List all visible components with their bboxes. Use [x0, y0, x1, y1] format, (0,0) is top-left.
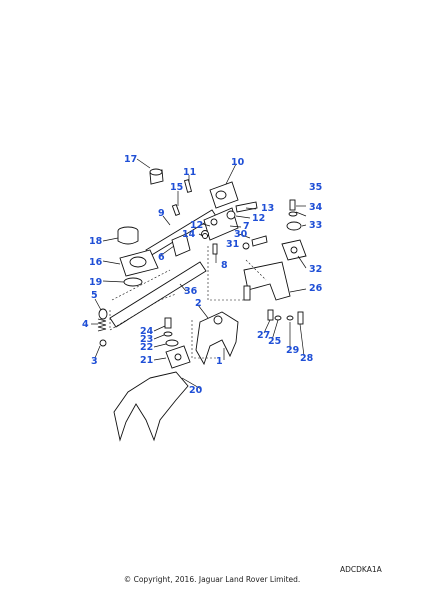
part-34-washer [288, 211, 298, 217]
part-5-plunger [98, 308, 108, 320]
callout-4: 4 [82, 319, 89, 330]
callout-34: 34 [309, 202, 323, 213]
part-32-block [281, 239, 307, 261]
part-24-bolt [164, 317, 172, 329]
callout-10: 10 [231, 157, 245, 168]
part-2-fork [195, 311, 239, 366]
callout-12a: 12 [252, 213, 265, 224]
part-15-pin [171, 204, 181, 216]
part-18-bush [117, 226, 139, 245]
part-17-plug [149, 168, 164, 185]
part-13-bolt [235, 201, 258, 213]
callout-20: 20 [189, 385, 203, 396]
part-27-bolt [267, 309, 274, 321]
leader-lines [91, 158, 307, 390]
callout-16: 16 [89, 257, 103, 268]
assembly-outline-right [207, 246, 267, 301]
callout-6: 6 [158, 252, 165, 263]
part-16-housing [119, 249, 159, 277]
callout-32: 32 [309, 264, 322, 275]
callout-15: 15 [170, 182, 183, 193]
callout-26: 26 [309, 283, 323, 294]
callout-30: 30 [234, 229, 248, 240]
part-30-bolt [251, 235, 268, 247]
callout-2: 2 [195, 298, 202, 309]
callout-3: 3 [91, 356, 98, 367]
part-36-selector-shaft [109, 261, 207, 328]
callout-27: 27 [257, 330, 270, 341]
callout-5: 5 [91, 290, 98, 301]
part-28-bolt [297, 311, 304, 325]
callout-25: 25 [268, 336, 281, 347]
callout-24: 24 [140, 326, 154, 337]
callout-7: 7 [243, 221, 250, 232]
assembly-outline-left [109, 293, 177, 331]
part-29-washer [286, 315, 294, 321]
callout-22: 22 [140, 342, 153, 353]
callout-8: 8 [221, 260, 228, 271]
callout-28: 28 [300, 353, 314, 364]
part-22-spacer [165, 339, 179, 347]
callout-31: 31 [226, 239, 239, 250]
part-3-ball [99, 339, 107, 347]
copyright-notice: © Copyright, 2016. Jaguar Land Rover Lim… [123, 575, 301, 584]
assembly-outline-center [191, 320, 216, 359]
callout-12b: 12 [190, 220, 203, 231]
part-8-pin [212, 243, 218, 255]
callout-13: 13 [261, 203, 274, 214]
callout-23: 23 [140, 334, 153, 345]
part-6-finger [171, 233, 191, 257]
callout-18: 18 [89, 236, 103, 247]
callout-29: 29 [286, 345, 299, 356]
part-31-nut [242, 242, 250, 250]
part-33-bush [286, 221, 302, 231]
callout-labels: 17 11 10 15 13 35 34 9 12 33 12 7 14 30 … [82, 154, 323, 396]
callout-35: 35 [309, 182, 322, 193]
part-23-washer [163, 331, 173, 337]
callout-36: 36 [184, 286, 198, 297]
diagram-reference-code: ADCDKA1A [340, 565, 382, 574]
part-19-seal [123, 277, 143, 287]
part-26-bracket [243, 261, 291, 301]
part-10-block [209, 181, 239, 209]
part-11-pin [183, 179, 193, 193]
callout-33: 33 [309, 220, 322, 231]
callout-9: 9 [158, 208, 165, 219]
callout-1: 1 [216, 356, 223, 367]
part-35-bolt [289, 199, 296, 211]
part-25-washer [274, 315, 282, 321]
part-20-fork [113, 371, 189, 442]
part-4-spring [97, 318, 107, 332]
callout-11: 11 [183, 167, 196, 178]
callout-19: 19 [89, 277, 102, 288]
part-14-nut [202, 233, 208, 239]
callout-21: 21 [140, 355, 153, 366]
callout-17: 17 [124, 154, 137, 165]
callout-14: 14 [182, 229, 196, 240]
part-21-block [165, 345, 191, 369]
